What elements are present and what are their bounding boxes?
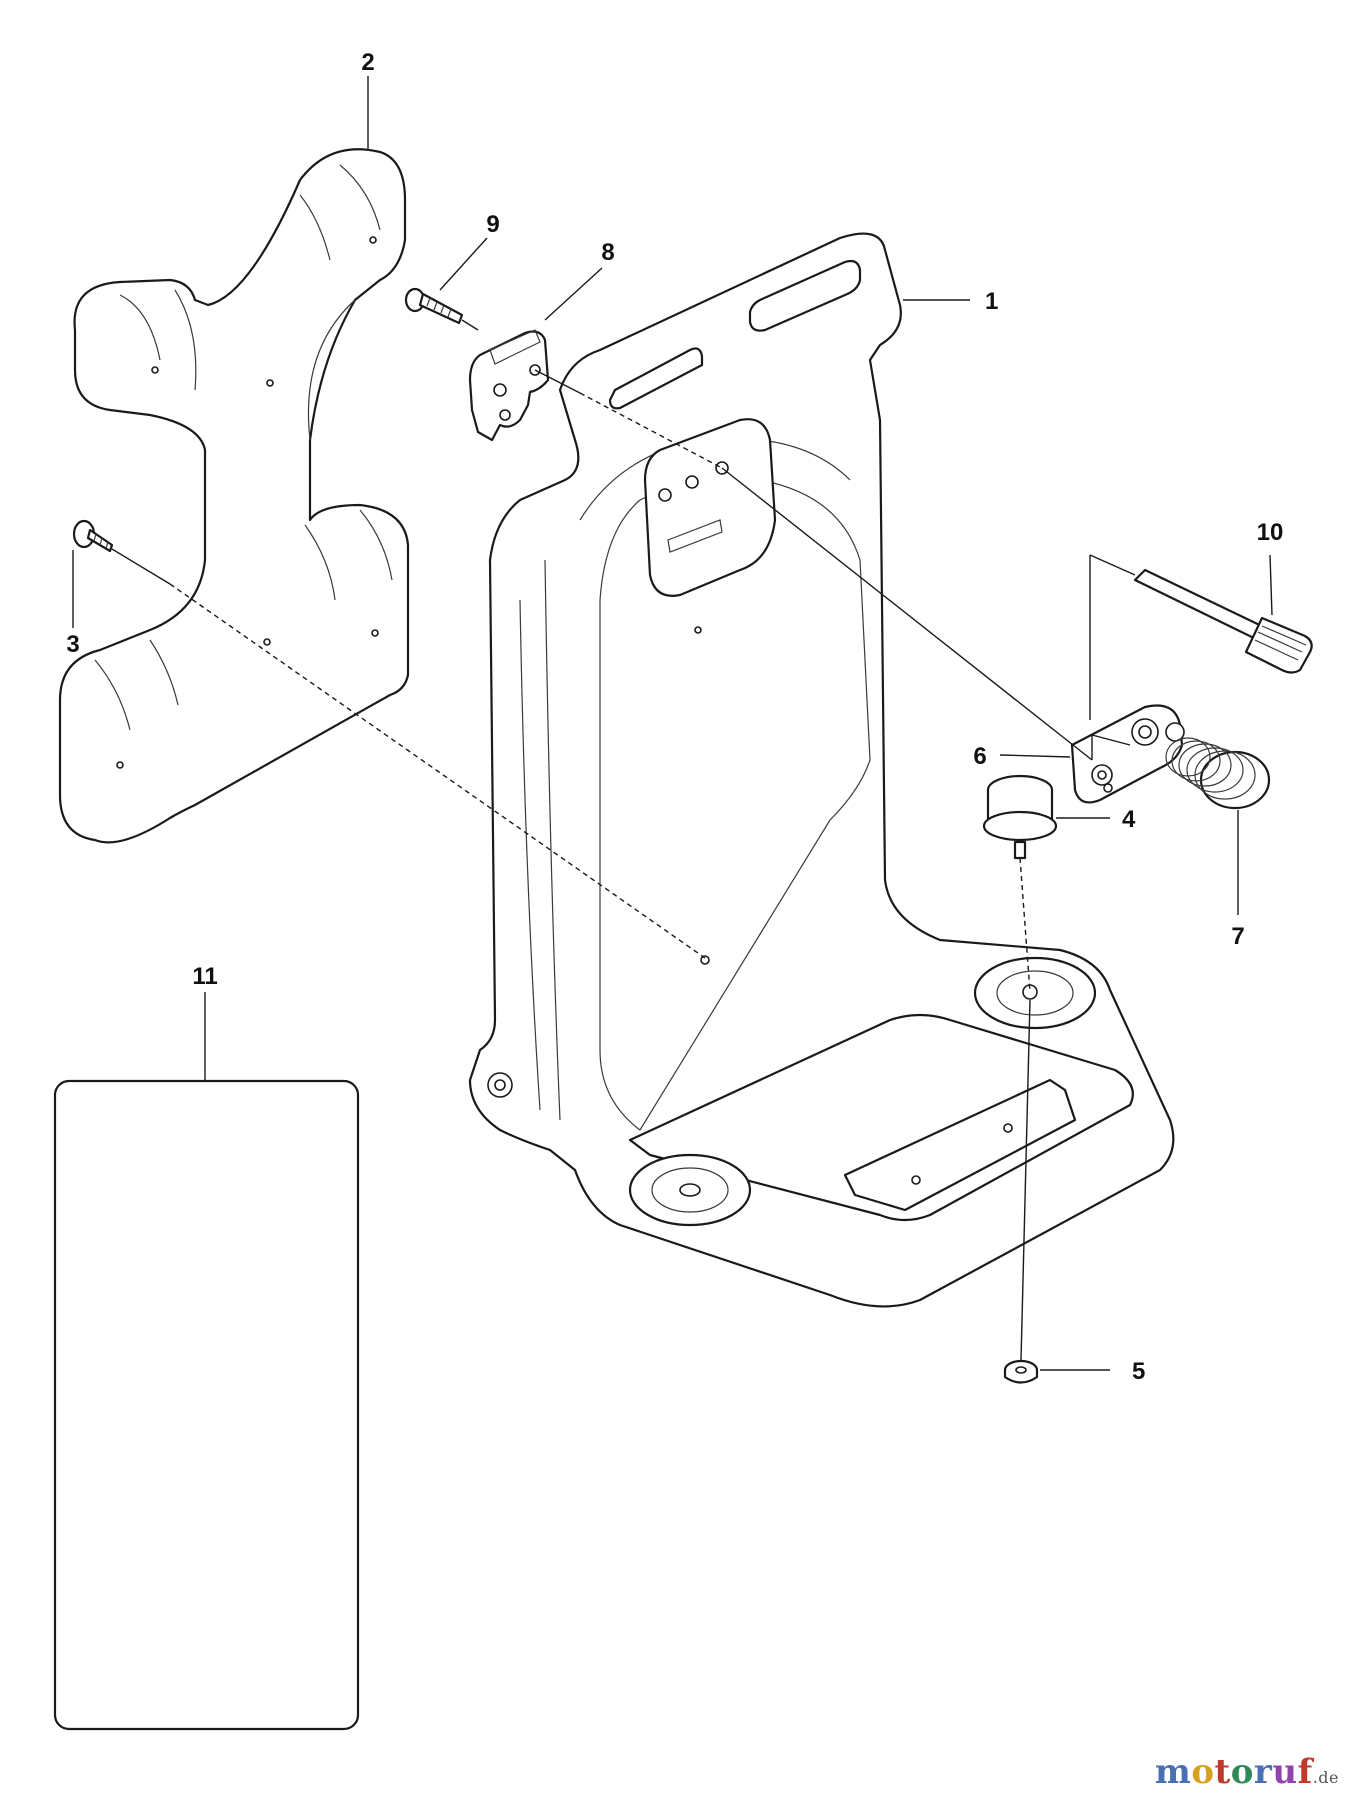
- watermark-letter: u: [1272, 1752, 1298, 1792]
- callout-3: 3: [66, 631, 79, 658]
- callout-6: 6: [973, 743, 986, 770]
- watermark-letter: f: [1297, 1752, 1313, 1792]
- callout-4: 4: [1122, 806, 1136, 833]
- watermark-tld: .de: [1312, 1768, 1339, 1787]
- watermark-letter: o: [1191, 1752, 1215, 1792]
- part-grommet: [982, 774, 1058, 860]
- callout-11: 11: [192, 963, 217, 990]
- watermark-letter: m: [1154, 1752, 1192, 1792]
- callout-2: 2: [361, 49, 374, 76]
- part-nut: [1003, 1359, 1039, 1384]
- assembly-lines: [111, 319, 1136, 1361]
- part-buckle: [1070, 704, 1185, 804]
- part-screw-3: [72, 519, 114, 553]
- callout-labels: 1 2 3 4 5 6 7 8 9 10 11: [66, 49, 1283, 1385]
- watermark-letter: r: [1253, 1752, 1273, 1792]
- callout-5: 5: [1132, 1358, 1145, 1385]
- callout-7: 7: [1231, 923, 1244, 950]
- part-backrest-frame: [468, 232, 1175, 1308]
- watermark-logo: motoruf.de: [1155, 1752, 1339, 1792]
- watermark-letters: motoruf: [1155, 1752, 1313, 1792]
- callout-8: 8: [601, 239, 614, 266]
- part-screw-9: [404, 287, 464, 325]
- callout-10: 10: [1257, 519, 1284, 546]
- part-label-sheet: [53, 1079, 360, 1731]
- callout-1: 1: [985, 288, 998, 315]
- part-spring: [1165, 737, 1271, 810]
- watermark-letter: o: [1230, 1752, 1254, 1792]
- leader-lines: [72, 76, 1273, 1371]
- part-strap: [1133, 568, 1313, 674]
- part-back-pad: [58, 148, 410, 844]
- callout-9: 9: [486, 211, 499, 238]
- watermark-letter: t: [1214, 1752, 1231, 1792]
- part-bracket-plate: [468, 329, 550, 442]
